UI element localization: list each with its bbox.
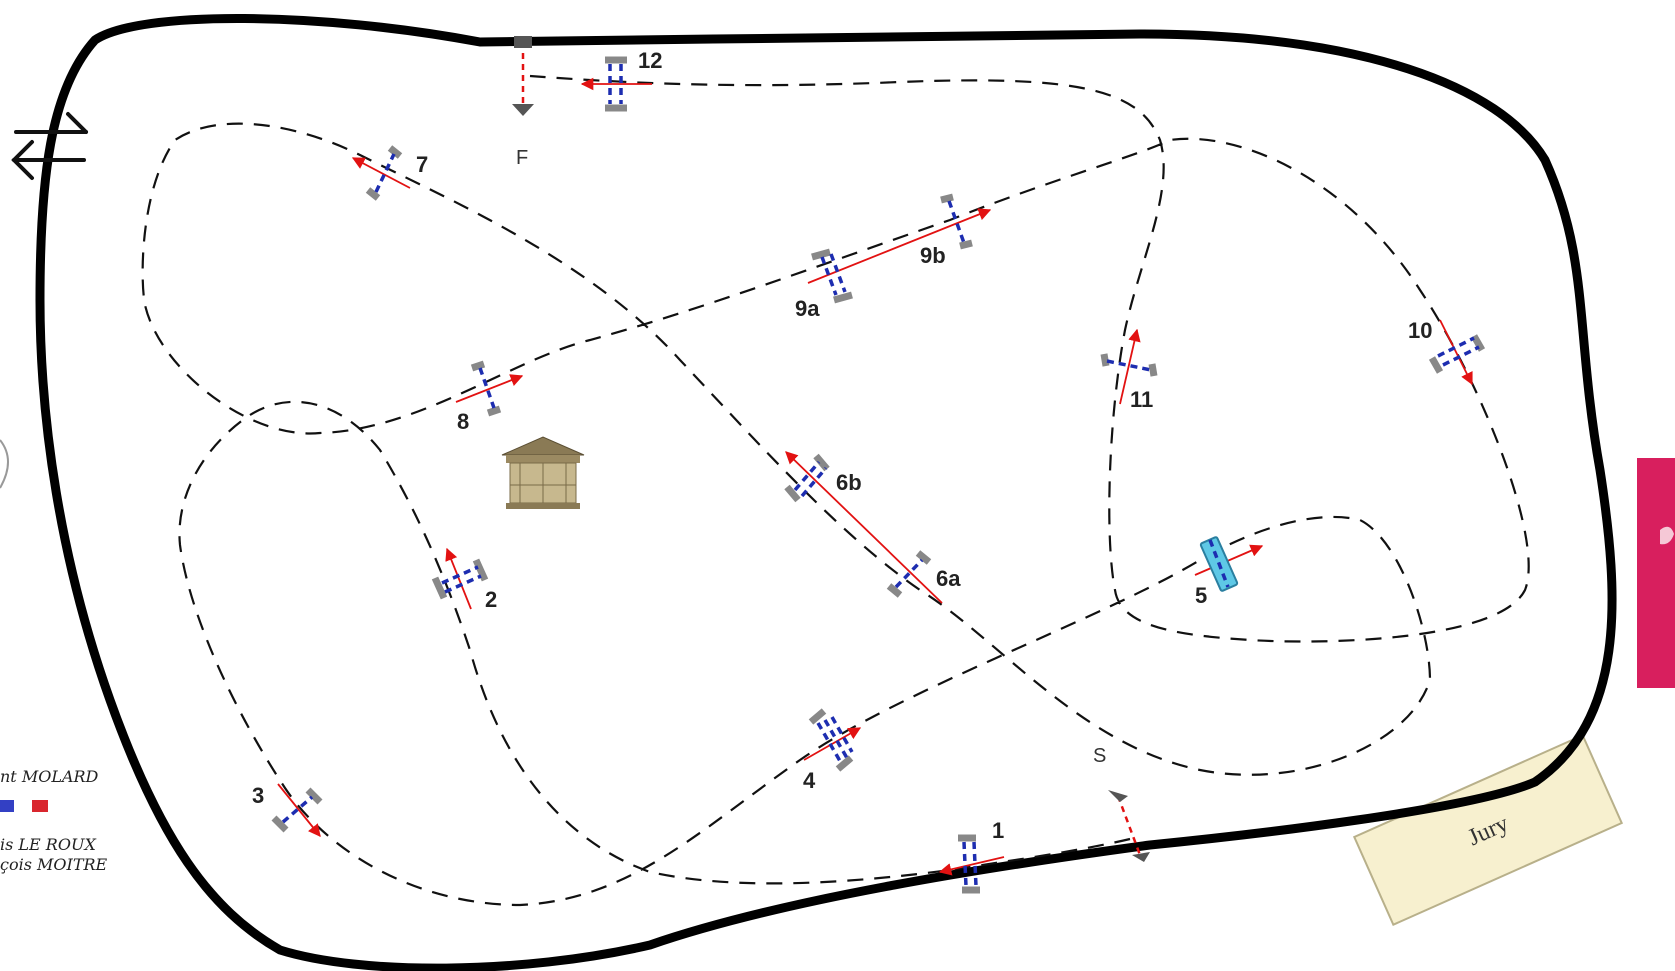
jump-2 [435, 549, 485, 609]
jump-label-4: 4 [803, 768, 816, 793]
jump-label-9b: 9b [920, 243, 946, 268]
arena-border [40, 18, 1612, 968]
jump-label-6a: 6a [936, 566, 961, 591]
side-credit-3: çois MOITRE [0, 855, 108, 874]
gazebo-icon [502, 437, 584, 509]
finish-label: F [516, 147, 528, 169]
jump-label-2: 2 [485, 587, 497, 612]
jump-label-10: 10 [1408, 318, 1432, 343]
left-logo-icon [0, 440, 8, 488]
jump-label-1: 1 [992, 818, 1004, 843]
start-label: S [1093, 745, 1106, 767]
sponsor-panel [1637, 458, 1675, 688]
jury-box: Jury [1354, 735, 1621, 924]
side-credit-2: is LE ROUX [0, 835, 96, 854]
jump-label-7: 7 [416, 152, 428, 177]
jump-label-8: 8 [457, 409, 469, 434]
jump-3 [274, 784, 320, 836]
jump-8 [456, 364, 522, 413]
jump-label-9a: 9a [795, 296, 820, 321]
jump-label-12: 12 [638, 48, 662, 73]
jump-10 [1432, 320, 1482, 384]
jump-9a [812, 252, 852, 300]
jump-label-5: 5 [1195, 583, 1207, 608]
jump-label-6b: 6b [836, 470, 862, 495]
jump-label-11: 11 [1130, 387, 1153, 412]
jump-label-3: 3 [252, 783, 264, 808]
line-6a-6b [786, 452, 942, 603]
jump-6a [889, 553, 929, 595]
legend-blue-swatch [0, 800, 14, 812]
side-credit-1: nt MOLARD [0, 767, 99, 786]
legend-red-swatch [32, 800, 48, 812]
